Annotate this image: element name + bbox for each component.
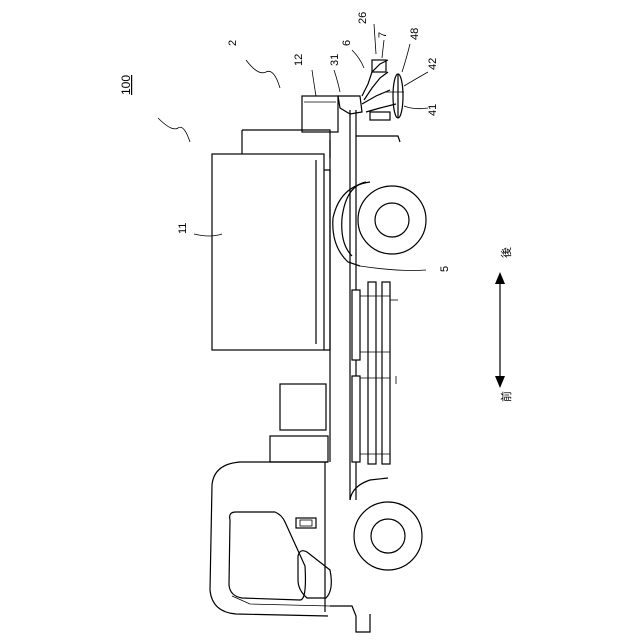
- label-container: 11: [177, 223, 189, 234]
- container-body: [212, 130, 330, 350]
- rear-wheel: [333, 182, 426, 266]
- label-part-41: 41: [427, 104, 439, 116]
- chassis-frame: [330, 110, 400, 500]
- crane-assembly: [302, 60, 404, 132]
- truck-cab: [210, 462, 370, 632]
- front-wheel: [350, 478, 422, 570]
- label-part-6: 6: [341, 40, 353, 46]
- direction-arrow: [495, 272, 505, 388]
- label-rear: 後: [499, 247, 513, 258]
- label-part-7: 7: [377, 32, 389, 38]
- label-part-26: 26: [357, 12, 369, 24]
- label-front: 前: [499, 391, 513, 402]
- equipment-boxes: [270, 384, 328, 462]
- label-part-48: 48: [409, 28, 421, 40]
- label-vehicle: 100: [119, 75, 133, 95]
- label-frame: 5: [439, 266, 451, 272]
- label-part-42: 42: [427, 58, 439, 70]
- label-part-31: 31: [329, 54, 341, 66]
- label-assembly: 2: [227, 40, 239, 46]
- label-base: 12: [293, 54, 305, 66]
